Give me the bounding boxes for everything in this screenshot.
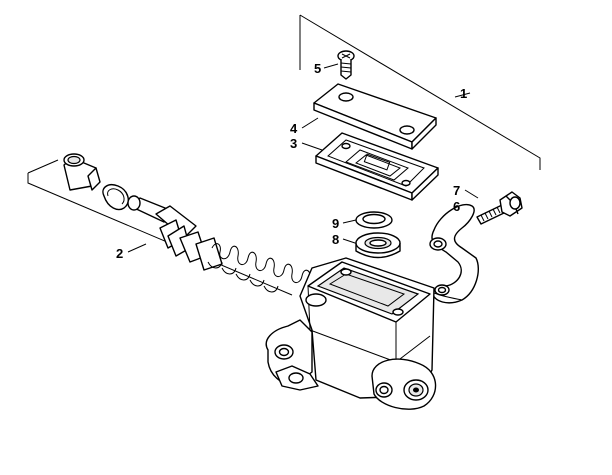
callout-3: 3 bbox=[290, 136, 297, 151]
clamp-bolt-icon bbox=[476, 191, 523, 225]
callout-9: 9 bbox=[332, 216, 339, 231]
callout-8: 8 bbox=[332, 232, 339, 247]
callout-6: 6 bbox=[453, 199, 460, 214]
callout-1: 1 bbox=[460, 86, 467, 101]
diaphragm-gasket-icon bbox=[315, 132, 439, 201]
clamp-bracket-icon bbox=[429, 203, 480, 304]
boot-seal-icon bbox=[355, 232, 401, 259]
master-cylinder-body-icon bbox=[265, 257, 437, 410]
callout-labels: 1 2 3 4 5 6 7 8 9 bbox=[116, 61, 467, 261]
washer-ring-icon bbox=[355, 211, 393, 229]
cover-screw-icon bbox=[337, 50, 355, 80]
callout-4: 4 bbox=[290, 121, 298, 136]
callout-5: 5 bbox=[314, 61, 321, 76]
piston-kit-icon bbox=[63, 153, 319, 293]
callout-2: 2 bbox=[116, 246, 123, 261]
callout-7: 7 bbox=[453, 183, 460, 198]
reservoir-cover-icon bbox=[313, 83, 437, 150]
